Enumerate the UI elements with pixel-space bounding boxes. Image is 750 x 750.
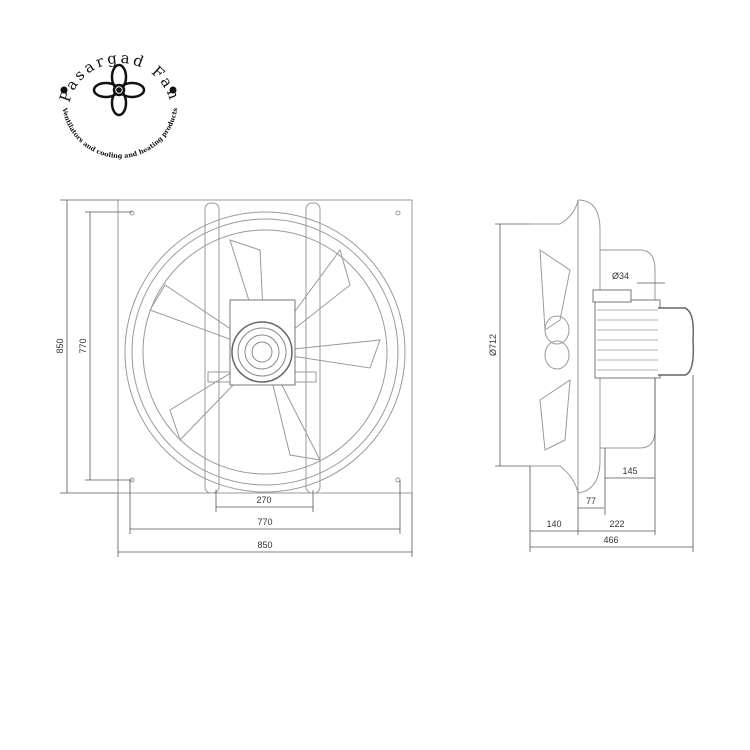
logo: Pasargad Fan Ventilators and cooling and… [56, 49, 181, 160]
dim-222-label: 222 [609, 519, 624, 529]
hole-width-dim-label: 770 [257, 517, 272, 527]
fan-logo-icon [92, 63, 146, 117]
dim-145-label: 145 [622, 466, 637, 476]
total-depth-dim-label: 466 [603, 535, 618, 545]
dim-140-label: 140 [546, 519, 561, 529]
front-view [117, 199, 413, 494]
diameter-dim-label: Ø712 [488, 334, 498, 356]
tube-dim-label: Ø34 [612, 271, 629, 281]
dim-77-label: 77 [586, 496, 596, 506]
side-dimensions: Ø712 Ø34 145 77 140 222 466 [488, 223, 694, 552]
bracket-dim-label: 270 [256, 495, 271, 505]
width-dim-label: 850 [257, 540, 272, 550]
side-view [530, 199, 695, 494]
height-dim-label: 850 [55, 338, 65, 353]
hole-height-dim-label: 770 [78, 338, 88, 353]
front-dimensions: 850 770 270 770 850 [55, 199, 413, 557]
